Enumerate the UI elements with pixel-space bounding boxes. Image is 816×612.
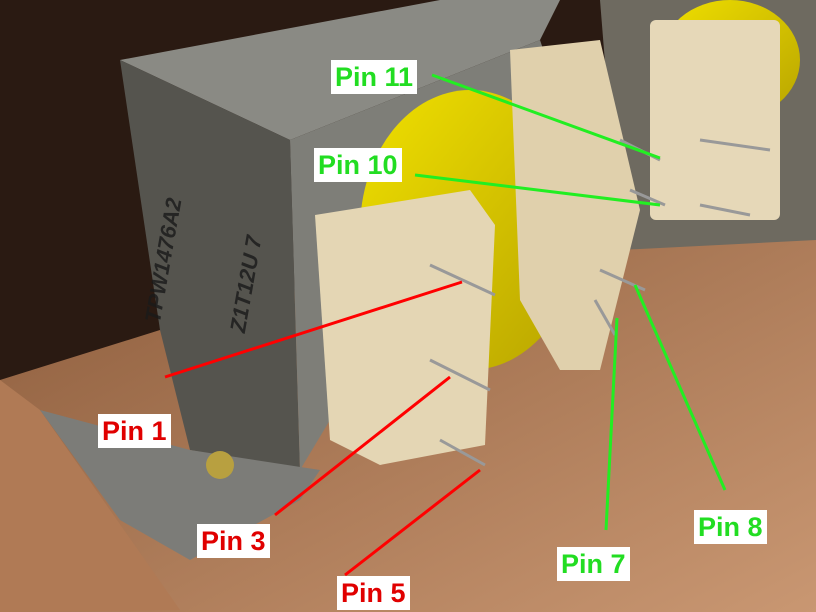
pin11-line xyxy=(431,73,661,160)
rear-bobbin xyxy=(650,20,780,220)
pin5-line xyxy=(344,468,481,577)
pins xyxy=(429,138,771,467)
label-pin-11: Pin 11 xyxy=(331,60,418,94)
transformer-core-side xyxy=(120,60,300,470)
pin10-line xyxy=(414,173,661,207)
board-front-edge xyxy=(0,380,180,612)
pin3-line xyxy=(274,375,451,517)
pin7-line xyxy=(604,317,619,531)
label-pin-7: Pin 7 xyxy=(557,547,630,581)
label-pin-3: Pin 3 xyxy=(197,524,270,558)
label-pin-1: Pin 1 xyxy=(98,414,171,448)
front-bobbin xyxy=(315,190,495,465)
mounting-screw xyxy=(206,451,234,479)
label-pin-8: Pin 8 xyxy=(694,510,767,544)
callout-lines xyxy=(164,73,727,577)
pin1-line xyxy=(164,280,463,379)
label-pin-5: Pin 5 xyxy=(337,576,410,610)
pin8-line xyxy=(633,284,727,491)
side-bobbin xyxy=(510,40,640,370)
label-pin-10: Pin 10 xyxy=(314,148,402,182)
